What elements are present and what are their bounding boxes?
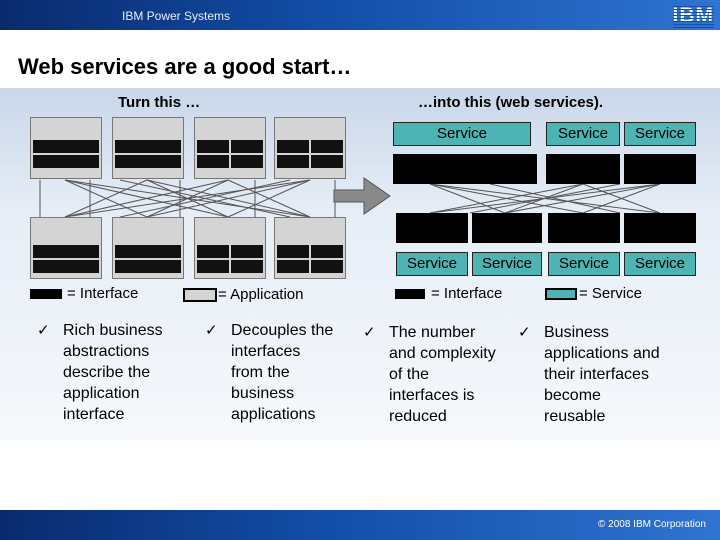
application-grid xyxy=(30,217,102,279)
left-mesh-lines xyxy=(39,179,336,218)
check-icon: ✓ xyxy=(363,324,376,341)
interface-legend-swatch xyxy=(395,289,425,299)
top-banner: IBM Power Systems IBM xyxy=(0,0,720,30)
check-icon: ✓ xyxy=(518,324,531,341)
application-legend-swatch xyxy=(183,288,217,302)
interface-block xyxy=(393,154,537,184)
application-grid xyxy=(194,217,266,279)
copyright-text: © 2008 IBM Corporation xyxy=(598,519,706,530)
service-legend-swatch xyxy=(545,288,577,300)
interface-block xyxy=(472,213,542,243)
footer-bar: © 2008 IBM Corporation xyxy=(0,510,720,540)
interface-block xyxy=(546,154,620,184)
right-heading: …into this (web services). xyxy=(418,94,604,111)
service-box: Service xyxy=(396,252,468,276)
service-box: Service xyxy=(624,252,696,276)
interface-block xyxy=(548,213,620,243)
application-grid xyxy=(112,217,184,279)
application-grid xyxy=(274,217,346,279)
interface-block xyxy=(624,154,696,184)
interface-block xyxy=(396,213,468,243)
ibm-logo: IBM xyxy=(672,4,714,28)
service-box: Service xyxy=(393,122,531,146)
slide-title: Web services are a good start… xyxy=(18,54,352,79)
legend-interface-right: = Interface xyxy=(431,285,503,302)
check-icon: ✓ xyxy=(205,322,218,339)
right-mesh-lines xyxy=(429,183,661,214)
transform-arrow-icon xyxy=(333,177,391,215)
application-grid xyxy=(30,117,102,179)
left-heading: Turn this … xyxy=(118,94,201,111)
legend-interface-left: = Interface xyxy=(67,285,139,302)
check-icon: ✓ xyxy=(37,322,50,339)
service-box: Service xyxy=(546,122,620,146)
application-grid xyxy=(194,117,266,179)
brand-header: IBM Power Systems xyxy=(122,9,231,23)
service-box: Service xyxy=(472,252,542,276)
legend-service: = Service xyxy=(579,285,642,302)
application-grid xyxy=(112,117,184,179)
legend-application: = Application xyxy=(218,286,304,303)
service-box: Service xyxy=(624,122,696,146)
interface-block xyxy=(624,213,696,243)
application-grid xyxy=(274,117,346,179)
interface-legend-swatch xyxy=(30,289,62,299)
service-box: Service xyxy=(548,252,620,276)
